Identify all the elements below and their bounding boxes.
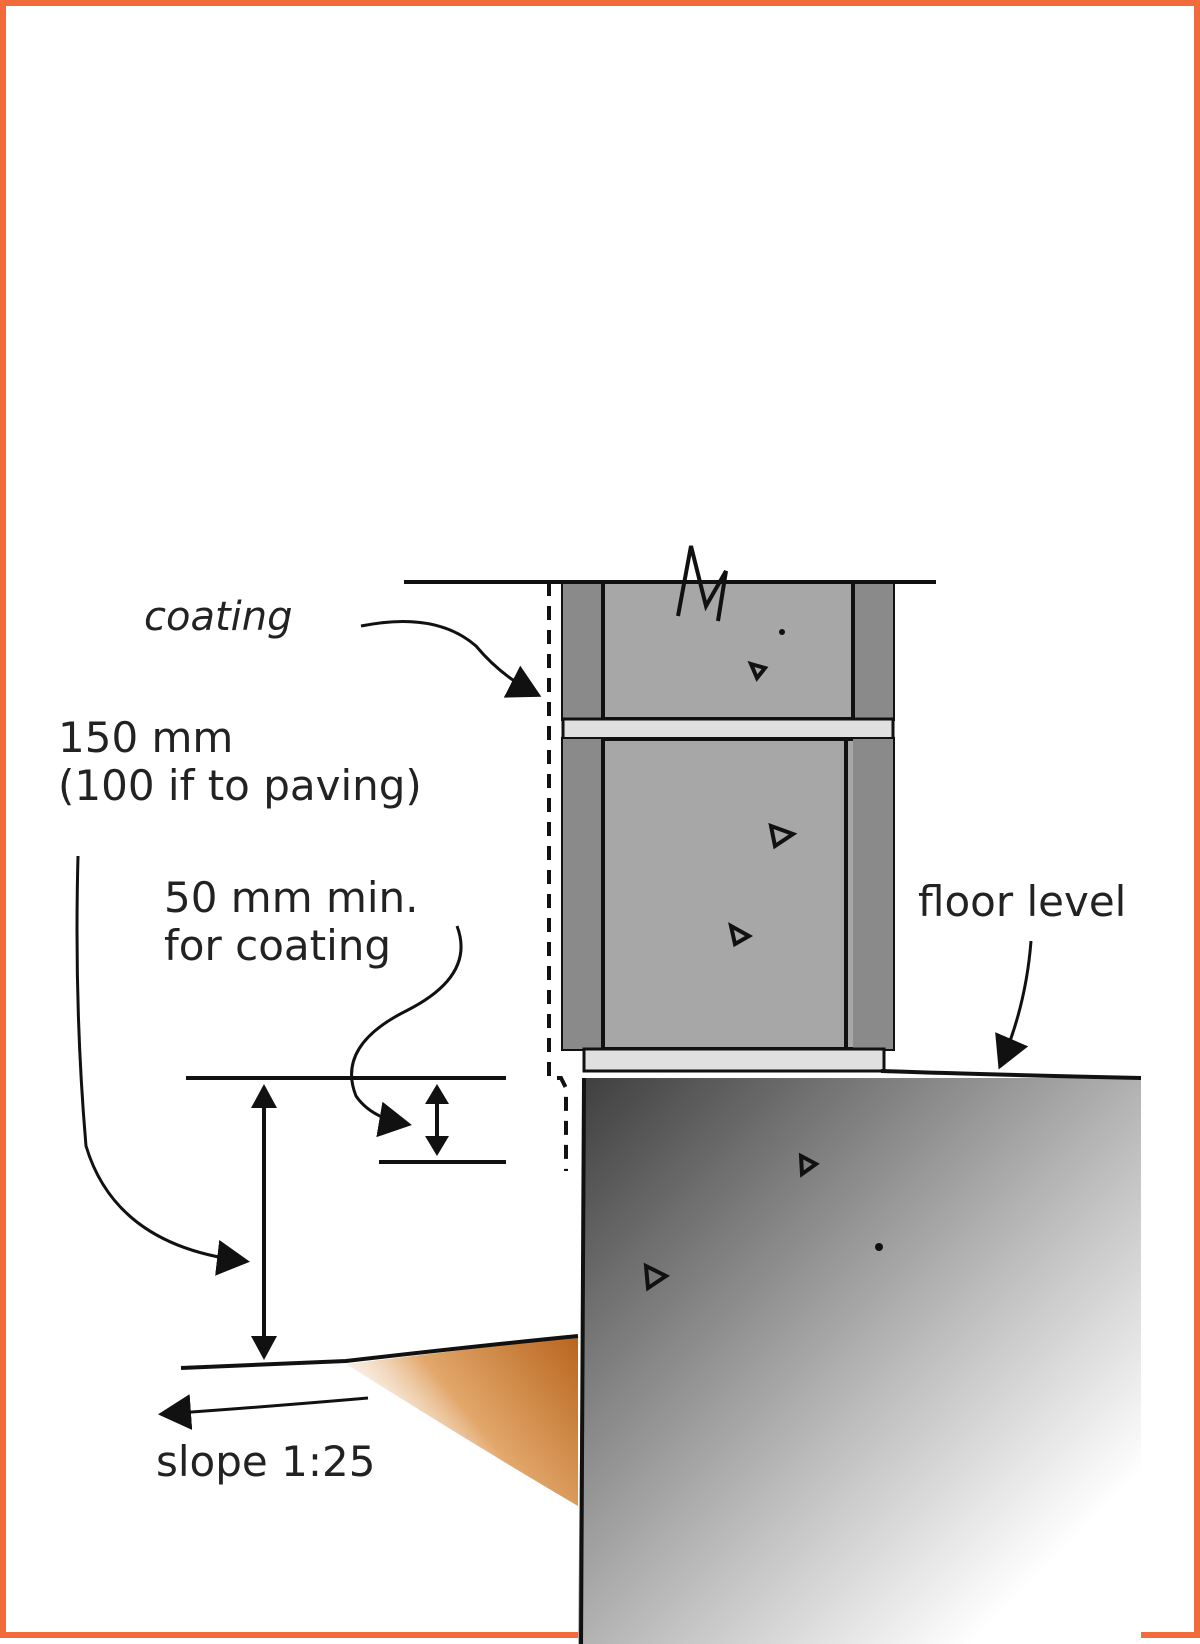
height-leader xyxy=(75,855,250,1276)
coating-leader xyxy=(360,620,542,698)
slab-edge xyxy=(579,1077,586,1644)
coating-label: coating xyxy=(144,594,293,640)
floor-level-label: floor level xyxy=(918,877,1127,926)
height-label-line2: (100 if to paving) xyxy=(58,761,422,811)
wall-section-drawing xyxy=(75,545,1142,1644)
floor-level-line xyxy=(880,1069,1142,1080)
masonry-wall xyxy=(561,545,895,1073)
floor-level-leader xyxy=(995,940,1033,1070)
min-leader xyxy=(350,925,463,1138)
soil-wedge xyxy=(346,1336,578,1506)
height-label-line1: 150 mm xyxy=(58,713,234,762)
min-label-line1: 50 mm min. xyxy=(164,873,419,922)
slope-arrow xyxy=(158,1394,369,1431)
slope-label: slope 1:25 xyxy=(156,1437,376,1486)
height-label: 150 mm (100 if to paving) xyxy=(58,713,422,811)
min-coating-label: 50 mm min. for coating xyxy=(164,873,419,971)
min-label-line2: for coating xyxy=(164,921,392,971)
ground-line xyxy=(180,1334,579,1370)
concrete-slab xyxy=(578,1078,1141,1644)
coating-line xyxy=(547,582,568,1171)
